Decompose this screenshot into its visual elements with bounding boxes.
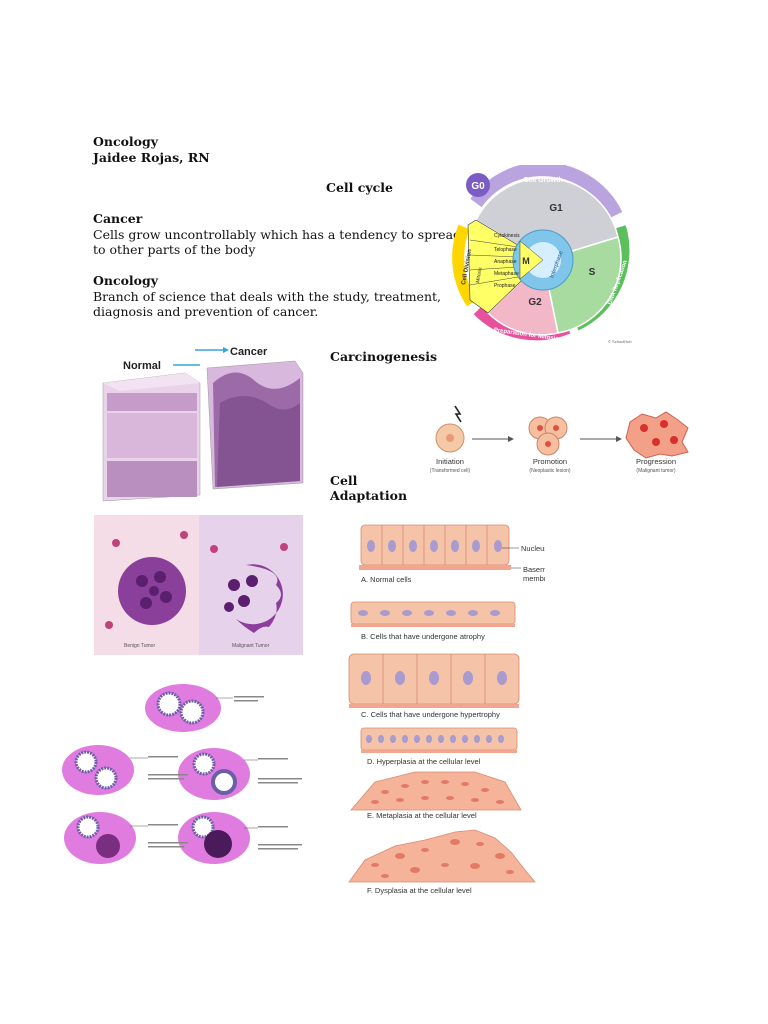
duct-row-2-right xyxy=(178,748,250,800)
metaphase-label: Metaphase xyxy=(494,271,519,277)
cancer-tissue xyxy=(206,360,304,490)
anaphase-label: Anaphase xyxy=(494,259,517,265)
diagram-credit: © SchoolHub xyxy=(608,339,632,344)
duct-row-3-left xyxy=(64,812,136,864)
lightning-icon xyxy=(454,405,462,423)
cell-adaptation-figure: Nucleus Basement membrane A. Normal cell… xyxy=(348,524,545,895)
duct-row-3-right xyxy=(178,812,250,864)
benign-tumor-label: Benign Tumor xyxy=(124,643,155,649)
normal-cells-row xyxy=(359,524,521,570)
atrophy-label: B. Cells that have undergone atrophy xyxy=(361,632,485,641)
hyperplasia-label: D. Hyperplasia at the cellular level xyxy=(367,757,481,766)
metaplasia-label: E. Metaplasia at the cellular level xyxy=(367,811,477,820)
g1-label: G1 xyxy=(549,203,563,214)
arrow-right-icon xyxy=(508,436,514,442)
initiation-label: Initiation xyxy=(436,457,464,466)
atrophy-cells-row xyxy=(350,601,516,627)
tumor-comparison-figure: Benign Tumor Malignant Tumor xyxy=(94,515,303,655)
mitosis-label: Mitosis xyxy=(475,266,484,283)
cell-adaptation-heading-line2: Adaptation xyxy=(330,488,408,503)
cancer-label: Cancer xyxy=(230,346,268,358)
hypertrophy-cells-row xyxy=(348,653,520,708)
cell-cycle-diagram: G0 Cell Growth G1 S G2 M Interphase Cyto… xyxy=(452,165,632,344)
m-label: M xyxy=(522,256,530,266)
g1-wedge xyxy=(475,177,619,261)
oncology-definition-line1: Branch of science that deals with the st… xyxy=(93,289,442,304)
author-name: Jaidee Rojas, RN xyxy=(93,150,210,165)
g0-label: G0 xyxy=(471,181,485,192)
g0-badge xyxy=(466,173,490,197)
cancer-definition-line2: to other parts of the body xyxy=(93,242,256,257)
arrow-right-icon xyxy=(616,436,622,442)
dysplasia-label: F. Dysplasia at the cellular level xyxy=(367,886,472,895)
initiation-sub: (Transformed cell) xyxy=(430,468,471,474)
oncology-heading: Oncology xyxy=(93,273,159,288)
cytokinesis-label: Cytokinesis xyxy=(494,233,520,239)
duct-cells-sketch xyxy=(62,684,302,864)
progression-cells xyxy=(625,411,689,459)
cancer-heading: Cancer xyxy=(93,211,143,226)
nucleus-label: Nucleus xyxy=(521,544,545,553)
dysplasia-cells-row xyxy=(348,829,536,883)
m-phase-wedge xyxy=(467,219,544,314)
cell-division-arrow xyxy=(452,224,478,307)
metaplasia-cells-row xyxy=(350,771,522,811)
cell-cycle-heading: Cell cycle xyxy=(326,180,393,195)
oncology-definition-line2: diagnosis and prevention of cancer. xyxy=(93,304,319,319)
normal-vs-cancer-figure: Cancer Normal xyxy=(102,346,304,502)
promotion-label: Promotion xyxy=(533,457,567,466)
cell-adaptation-heading-line1: Cell xyxy=(330,473,358,488)
malignant-tumor-label: Malignant Tumor xyxy=(232,643,270,649)
hyperplasia-cells-row xyxy=(360,727,518,753)
basement-label-line2: membrane xyxy=(523,574,545,583)
normal-cells-label: A. Normal cells xyxy=(361,575,412,584)
telophase-label: Telophase xyxy=(494,247,517,253)
progression-sub: (Malignant tumor) xyxy=(636,468,676,474)
basement-label-line1: Basement xyxy=(523,565,545,574)
cancer-definition-line1: Cells grow uncontrollably which has a te… xyxy=(93,227,462,242)
prophase-label: Prophase xyxy=(494,283,516,289)
arrow-right-icon xyxy=(223,347,229,353)
progression-label: Progression xyxy=(636,457,676,466)
normal-label: Normal xyxy=(123,360,161,372)
duct-row-2-left xyxy=(62,745,134,795)
hypertrophy-label: C. Cells that have undergone hypertrophy xyxy=(361,710,500,719)
document-title: Oncology xyxy=(93,134,159,149)
carcinogenesis-heading: Carcinogenesis xyxy=(330,349,437,364)
normal-duct-top xyxy=(145,684,221,732)
carcinogenesis-stages: Initiation (Transformed cell) Promotion … xyxy=(430,405,689,474)
cell-growth-label: Cell Growth xyxy=(523,177,562,184)
s-label: S xyxy=(589,267,596,278)
promotion-cells xyxy=(528,416,568,456)
cell-growth-arrow xyxy=(470,165,623,219)
g2-label: G2 xyxy=(528,297,542,308)
promotion-sub: (Neoplastic lesion) xyxy=(529,468,570,474)
normal-tissue xyxy=(102,372,201,502)
